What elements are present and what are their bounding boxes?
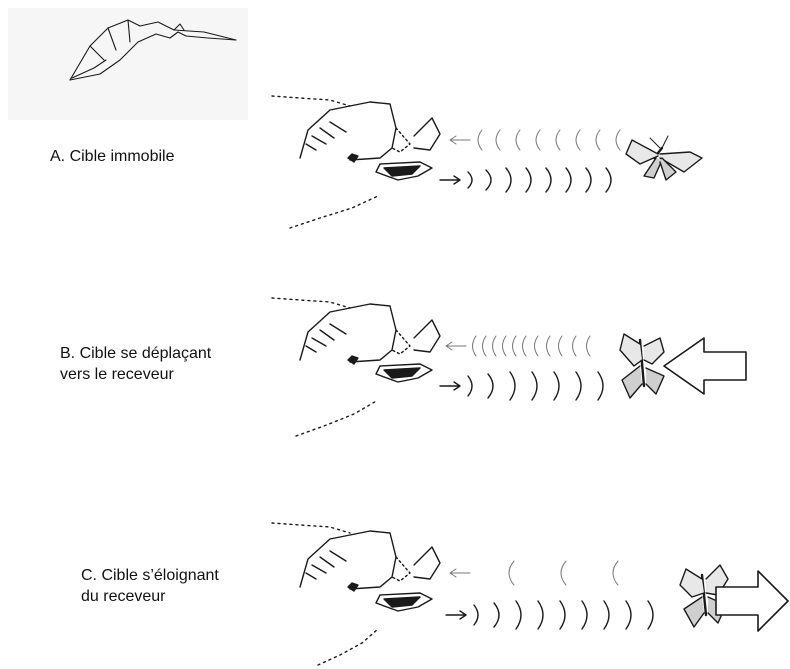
outgoing-pulses-c	[446, 601, 653, 629]
motion-arrow-toward-receiver	[664, 338, 746, 394]
outgoing-pulses-a	[440, 168, 611, 192]
panel-a-illustration	[0, 88, 790, 248]
bat-head-b	[296, 304, 440, 436]
returning-echoes-a	[450, 130, 620, 150]
panel-b-illustration	[0, 290, 790, 450]
returning-echoes-b	[446, 336, 590, 356]
panel-c-illustration	[0, 505, 790, 665]
moth-a	[626, 136, 702, 180]
moth-b	[620, 334, 664, 398]
bat-head-a	[290, 102, 440, 228]
bat-head-c	[300, 531, 440, 665]
returning-echoes-c	[450, 561, 618, 585]
outgoing-pulses-b	[440, 372, 603, 400]
